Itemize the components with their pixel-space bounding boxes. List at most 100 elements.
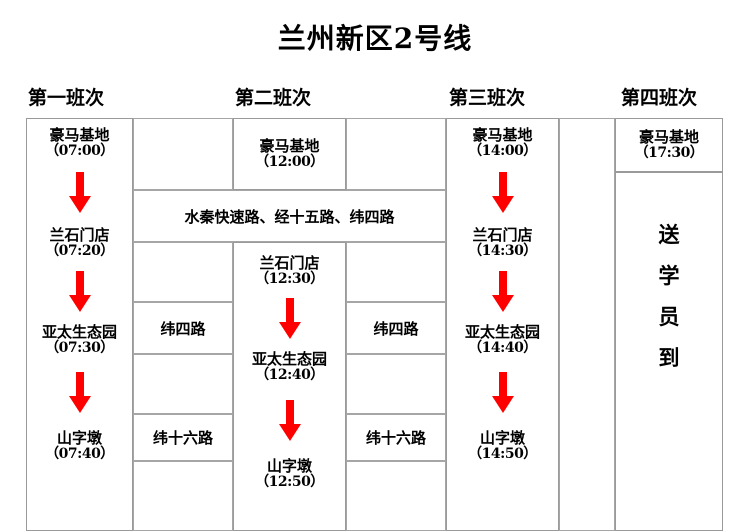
arrow-slot <box>447 159 558 227</box>
route-cell-a-2: 纬十六路 <box>133 414 233 461</box>
stop-name: 亚太生态园 <box>251 350 327 369</box>
stop-time: （17:30） <box>634 144 704 161</box>
arrow-slot <box>27 356 132 430</box>
stop-time: （14:40） <box>468 339 537 356</box>
stop-name: 兰石门店 <box>49 226 110 245</box>
down-arrow-icon <box>68 270 92 313</box>
stop-t1-0: 豪马基地 （07:00） <box>45 127 114 159</box>
blank <box>347 243 445 301</box>
blank <box>134 243 232 301</box>
arrow-slot <box>234 384 345 458</box>
blank <box>347 462 445 530</box>
page-title: 兰州新区2号线 <box>277 22 473 55</box>
vertical-note-char-1: 学 <box>658 262 680 288</box>
stop-time: （14:50） <box>468 446 537 463</box>
stop-t1-1: 兰石门店 （07:20） <box>45 227 114 259</box>
trip-3-column: 豪马基地 （14:00） 兰石门店 （14:30） 亚太生态园 （14:40） <box>446 118 559 531</box>
down-arrow-icon <box>278 298 302 340</box>
stop-t3-0: 豪马基地 （14:00） <box>468 127 537 159</box>
route-cell-a-blank-2 <box>133 242 233 302</box>
route-cell-a-1: 纬四路 <box>133 302 233 354</box>
blank <box>347 119 445 189</box>
stop-time: （14:00） <box>468 142 537 159</box>
stop-t2-2: 亚太生态园 （12:40） <box>252 351 327 383</box>
route-cell-merged-main: 水秦快速路、经十五路、纬四路 <box>133 190 446 242</box>
stop-name: 山字墩 <box>479 429 525 448</box>
column-header-trip-2: 第二班次 <box>235 87 312 109</box>
route-cell-a-blank-4 <box>133 461 233 531</box>
route-label-main: 水秦快速路、经十五路、纬四路 <box>184 207 395 226</box>
blank <box>347 355 445 413</box>
trip-4-head-cell: 豪马基地 （17:30） <box>615 118 723 172</box>
stop-t4-0: 豪马基地 （17:30） <box>634 127 704 161</box>
stop-name: 兰石门店 <box>472 226 533 245</box>
trip-4-note-cell: 送 学 员 到 <box>615 172 723 531</box>
arrow-slot <box>447 356 558 430</box>
route-cell-b-blank-3 <box>346 354 446 414</box>
blank <box>560 119 614 530</box>
arrow-slot <box>447 260 558 324</box>
stop-t2-3: 山字墩 （12:50） <box>255 458 324 490</box>
blank <box>134 462 232 530</box>
blank <box>134 355 232 413</box>
stop-name: 兰石门店 <box>259 254 320 272</box>
stop-name: 豪马基地 <box>259 136 320 155</box>
down-arrow-icon <box>491 172 515 214</box>
column-header-trip-1: 第一班次 <box>28 87 105 109</box>
arrow-slot <box>234 287 345 351</box>
stop-t3-2: 亚太生态园 （14:40） <box>465 324 540 356</box>
down-arrow-icon <box>278 399 302 442</box>
gap-column-empty <box>559 118 615 531</box>
vertical-note-char-2: 员 <box>658 303 680 329</box>
route-cell-b-1: 纬四路 <box>346 302 446 354</box>
stop-time: （12:40） <box>255 367 324 384</box>
route-label: 纬十六路 <box>365 429 426 447</box>
stop-name: 豪马基地 <box>638 127 699 146</box>
down-arrow-icon <box>68 372 92 414</box>
route-label: 纬十六路 <box>152 429 213 447</box>
vertical-note-char-3: 到 <box>658 344 680 370</box>
stop-time: （07:00） <box>45 142 114 159</box>
trip-1-column: 豪马基地 （07:00） 兰石门店 （07:20） 亚太生态园 （07:30） <box>26 118 133 531</box>
route-cell-a-blank-1 <box>133 118 233 190</box>
stop-t1-3: 山字墩 （07:40） <box>45 430 114 462</box>
stop-t3-1: 兰石门店 （14:30） <box>468 227 537 259</box>
trip-2-head-cell: 豪马基地 （12:00） <box>233 118 346 190</box>
stop-time: （07:20） <box>45 243 114 260</box>
stop-time: （12:30） <box>255 270 324 287</box>
stop-t3-3: 山字墩 （14:50） <box>468 430 537 462</box>
column-header-trip-4: 第四班次 <box>621 87 698 109</box>
route-cell-b-2: 纬十六路 <box>346 414 446 461</box>
route-label: 纬四路 <box>160 319 206 338</box>
stop-time: （12:50） <box>255 473 324 490</box>
blank <box>134 119 232 189</box>
stop-time: （07:40） <box>45 446 114 463</box>
route-cell-b-blank-2 <box>346 242 446 302</box>
stop-name: 山字墩 <box>56 429 102 448</box>
stop-name: 亚太生态园 <box>464 322 540 341</box>
stop-time: （12:00） <box>255 153 324 170</box>
arrow-slot <box>27 260 132 324</box>
route-cell-b-blank-1 <box>346 118 446 190</box>
column-header-trip-3: 第三班次 <box>449 87 526 109</box>
trip-2-column: 兰石门店 （12:30） 亚太生态园 （12:40） 山字墩 （12:50） <box>233 242 346 531</box>
stop-name: 豪马基地 <box>472 126 533 144</box>
down-arrow-icon <box>491 270 515 313</box>
route-cell-a-blank-3 <box>133 354 233 414</box>
stop-time: （07:30） <box>45 339 114 356</box>
arrow-slot <box>27 159 132 227</box>
stop-t1-2: 亚太生态园 （07:30） <box>42 324 117 356</box>
down-arrow-icon <box>68 172 92 214</box>
stop-name: 山字墩 <box>266 456 312 475</box>
stop-name: 亚太生态园 <box>41 322 117 341</box>
route-cell-b-blank-4 <box>346 461 446 531</box>
route-label: 纬四路 <box>373 319 419 338</box>
schedule-grid: 豪马基地 （07:00） 兰石门店 （07:20） 亚太生态园 （07:30） <box>26 118 723 531</box>
vertical-note: 送 学 员 到 <box>616 173 722 530</box>
vertical-note-char-0: 送 <box>658 222 680 247</box>
stop-t2-1: 兰石门店 （12:30） <box>255 255 324 287</box>
stop-name: 豪马基地 <box>49 126 110 144</box>
stop-t2-0: 豪马基地 （12:00） <box>255 136 324 170</box>
down-arrow-icon <box>491 372 515 414</box>
